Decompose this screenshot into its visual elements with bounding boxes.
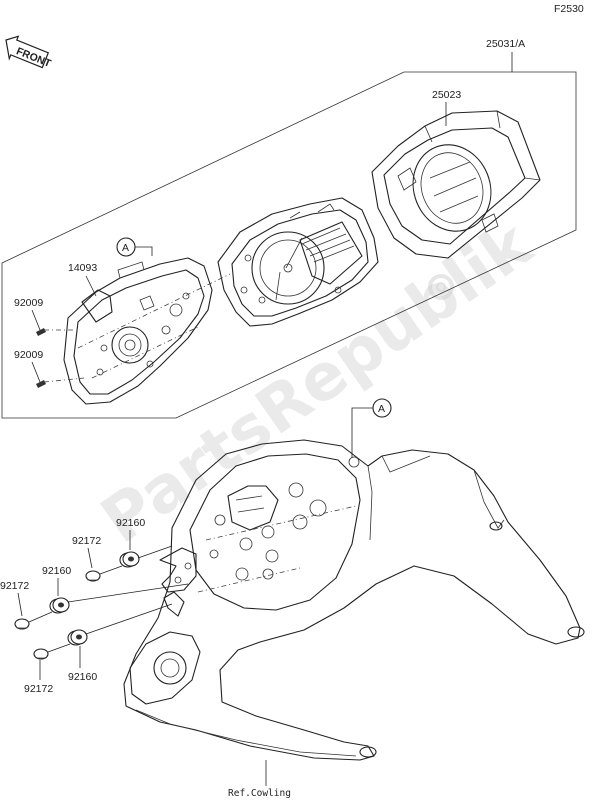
axis-left-grommet [67, 583, 189, 603]
grommet-92160-bottom [67, 629, 88, 646]
callout-a-upper-label: A [122, 242, 129, 254]
leader-14093 [85, 275, 97, 297]
label-92009-top: 92009 [14, 297, 43, 309]
label-92160-bottom: 92160 [68, 671, 97, 683]
meter-cover-lens [371, 110, 541, 259]
axis-left-bolt [28, 611, 53, 623]
gear-watermark-icon [428, 274, 454, 300]
axis-bottom-bolt [47, 643, 71, 653]
assembly-frame [1, 71, 577, 419]
label-92009-bottom: 92009 [14, 349, 43, 361]
screw-92009-bottom [36, 377, 85, 388]
leader-92009-bottom [31, 361, 41, 383]
bolt-92172-bottom [33, 648, 49, 660]
figure-code: F2530 [554, 3, 584, 15]
callout-a-upper: A [116, 237, 153, 257]
label-92160-left: 92160 [42, 565, 71, 577]
label-25031a: 25031/A [486, 38, 525, 50]
cowling [123, 439, 585, 761]
callout-a-lower-label: A [378, 403, 385, 415]
label-14093: 14093 [68, 262, 97, 274]
label-ref-cowling: Ref.Cowling [228, 788, 291, 799]
axis-bottom-grommet [85, 603, 173, 635]
leader-92172-left [17, 592, 23, 617]
label-92172-left: 92172 [0, 580, 29, 592]
label-92172-upper: 92172 [72, 535, 101, 547]
screw-92009-top [36, 328, 76, 336]
meter-rear-case [63, 257, 231, 405]
axis-upper-bolt [99, 565, 123, 575]
leader-92172-upper [87, 547, 93, 569]
axis-upper-grommet [137, 545, 173, 559]
label-92172-bottom: 92172 [24, 683, 53, 695]
meter-unit [217, 197, 379, 327]
callout-a-lower: A [351, 398, 392, 458]
grommet-92160-left [49, 597, 70, 614]
grommet-92160-upper [119, 551, 140, 568]
label-92160-upper: 92160 [116, 517, 145, 529]
bolt-92172-left [14, 618, 30, 630]
front-arrow-icon: FRONT [5, 35, 53, 70]
leader-92009-top [31, 309, 41, 331]
label-25023: 25023 [432, 89, 461, 101]
bolt-92172-upper [85, 570, 101, 582]
watermark-text: PartsRepublik [89, 207, 546, 558]
